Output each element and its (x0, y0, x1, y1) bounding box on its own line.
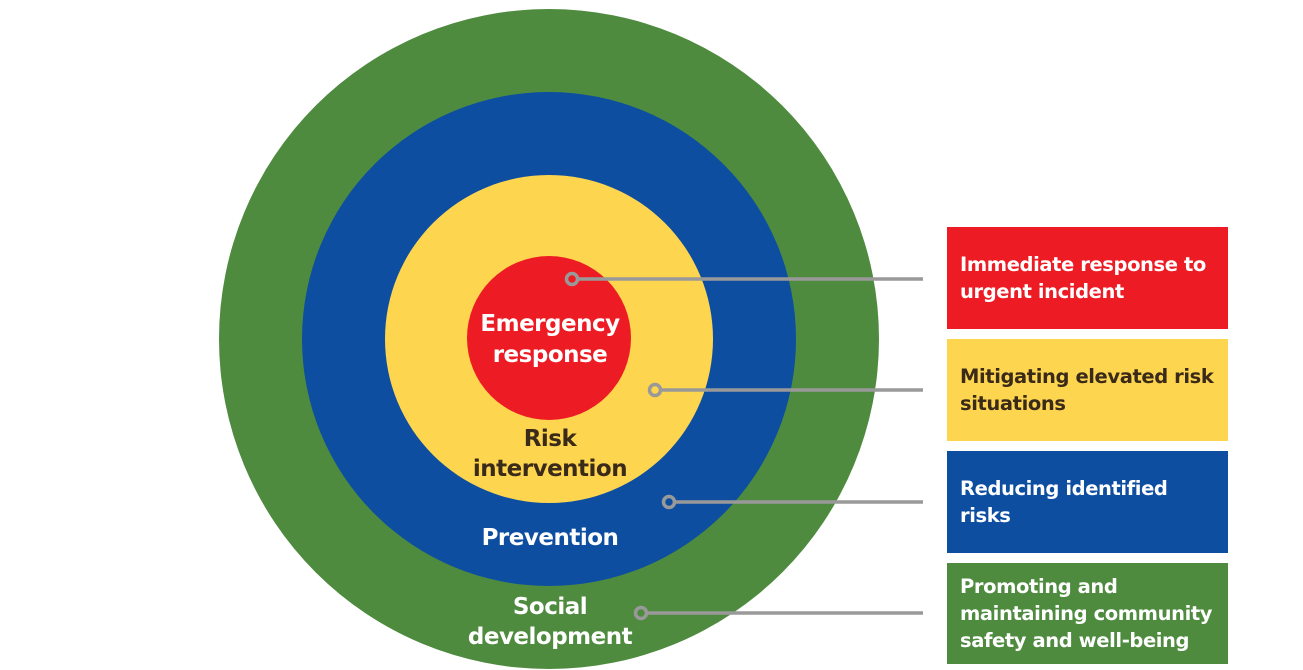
label-social-2: development (468, 624, 633, 650)
label-social-1: Social (513, 594, 587, 620)
description-prevention: Reducing identified risks (947, 451, 1228, 553)
description-risk: Mitigating elevated risk situations (947, 339, 1228, 441)
label-risk-1: Risk (524, 426, 578, 452)
connector-dot-emergency (564, 271, 580, 287)
label-prevention: Prevention (482, 525, 619, 551)
description-emergency-text: Immediate response to urgent incident (960, 253, 1206, 303)
description-risk-text: Mitigating elevated risk situations (960, 365, 1214, 415)
ring-emergency-response (467, 256, 631, 420)
connector-dot-prevention (661, 494, 677, 510)
description-emergency: Immediate response to urgent incident (947, 227, 1228, 329)
connector-dot-social (633, 605, 649, 621)
connector-dot-risk (647, 382, 663, 398)
description-social: Promoting and maintaining community safe… (947, 563, 1228, 664)
description-social-text: Promoting and maintaining community safe… (960, 575, 1213, 652)
label-emergency-1: Emergency (480, 311, 620, 337)
description-prevention-text: Reducing identified risks (960, 477, 1168, 527)
label-risk-2: intervention (473, 456, 627, 482)
label-emergency-2: response (493, 342, 608, 368)
